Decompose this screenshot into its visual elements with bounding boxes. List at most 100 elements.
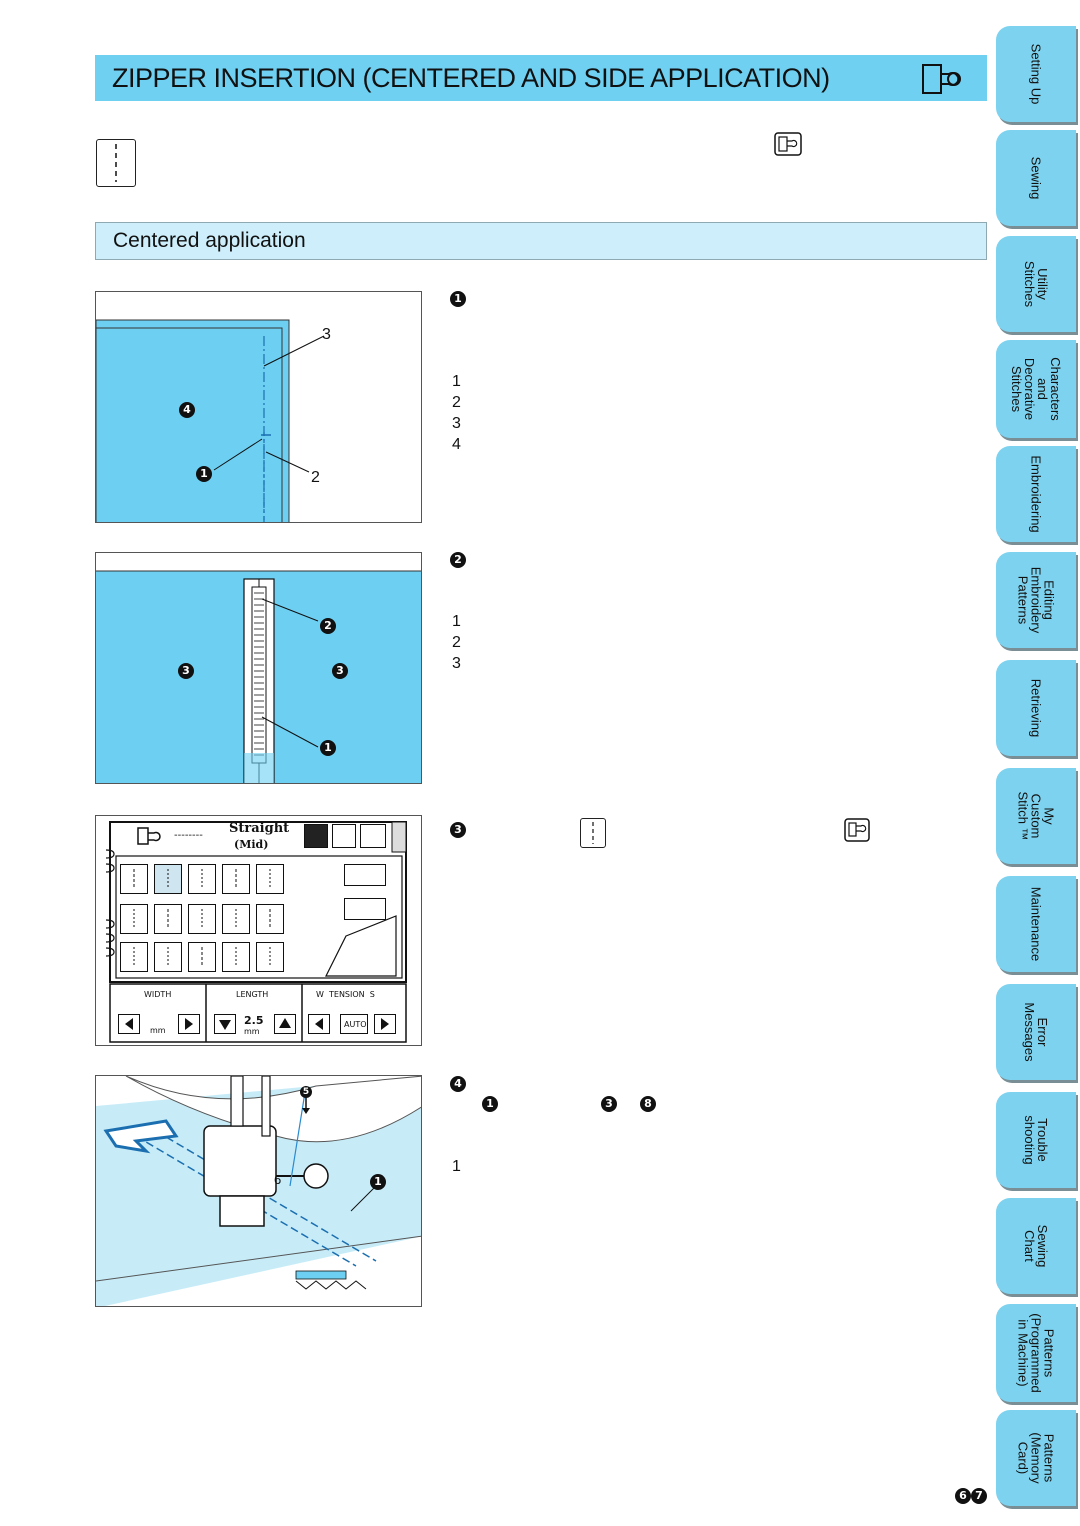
lcd-stitch-key[interactable] <box>222 942 250 972</box>
lcd-stitch-key[interactable] <box>188 942 216 972</box>
lcd-stitch-key[interactable] <box>222 904 250 934</box>
figure-1-callout-2: 2 <box>311 469 320 486</box>
lcd-width-unit: mm <box>150 1026 166 1035</box>
lcd-zipper-key[interactable] <box>304 824 328 848</box>
lcd-length-unit: mm <box>244 1027 260 1036</box>
figure-1-callout-3: 3 <box>322 326 331 343</box>
figure-4-foot-number: 6 <box>274 1172 282 1187</box>
lcd-width-minus[interactable] <box>118 1014 140 1034</box>
side-tab-label: Retrieving <box>1028 678 1044 738</box>
side-tab-8[interactable]: Maintenance <box>996 876 1076 972</box>
step-1-item-4: 4 <box>452 436 461 453</box>
side-tab-label: Setting Up <box>1028 43 1044 105</box>
side-tab-7[interactable]: My Custom Stitch ™ <box>996 768 1076 864</box>
step-2-item-3: 3 <box>452 655 461 672</box>
lcd-auto-label: AUTO <box>344 1020 367 1029</box>
side-tab-label: Sewing Chart <box>1022 1224 1050 1268</box>
lcd-width-plus[interactable] <box>178 1014 200 1034</box>
title-bar <box>95 55 987 101</box>
step-1-marker: 1 <box>450 291 466 307</box>
lcd-guide-key[interactable] <box>344 864 386 886</box>
step-3-zipper-foot-icon <box>844 818 870 842</box>
lcd-scissors-key[interactable] <box>360 824 386 848</box>
figure-1-marker-1: 1 <box>196 466 212 482</box>
side-tab-label: Editing Embroidery Patterns <box>1015 566 1057 634</box>
side-tab-2[interactable]: Utility Stitches <box>996 236 1076 332</box>
figure-1-marker-4: 4 <box>179 402 195 418</box>
lcd-width-label: WIDTH <box>144 990 172 999</box>
lcd-zipper-foot-icon <box>137 827 161 845</box>
side-tab-label: Sewing <box>1028 156 1044 200</box>
step-2-marker: 2 <box>450 552 466 568</box>
step-4-item-1: 1 <box>452 1158 461 1175</box>
side-tab-label: Trouble shooting <box>1022 1115 1050 1165</box>
page-number-7: 7 <box>971 1488 987 1504</box>
lcd-garment-key[interactable] <box>344 898 386 920</box>
figure-4-marker-5: 5 <box>300 1086 312 1098</box>
lcd-stitch-key[interactable] <box>120 904 148 934</box>
zipper-foot-icon <box>922 64 961 94</box>
figure-2-marker-3-left: 3 <box>178 663 194 679</box>
step-4-marker: 4 <box>450 1076 466 1092</box>
figure-4-sewing-zipper: 5 6 1 <box>95 1075 422 1307</box>
step-1-item-2: 2 <box>452 394 461 411</box>
lcd-stitch-key[interactable] <box>154 942 182 972</box>
side-tab-12[interactable]: Patterns (Programmed in Machine) <box>996 1304 1076 1402</box>
lcd-tension-auto[interactable]: AUTO <box>340 1014 368 1034</box>
side-tab-label: Characters and Decorative Stitches <box>1009 357 1063 421</box>
figure-2-marker-1: 1 <box>320 740 336 756</box>
step-1-item-3: 3 <box>452 415 461 432</box>
lcd-stitch-key[interactable] <box>120 942 148 972</box>
side-tab-4[interactable]: Embroidering <box>996 446 1076 542</box>
lcd-stitch-key[interactable] <box>188 864 216 894</box>
page-title: ZIPPER INSERTION (CENTERED AND SIDE APPL… <box>112 63 830 93</box>
lcd-stitch-sub: (Mid) <box>234 838 269 851</box>
side-tab-label: Utility Stitches <box>1022 260 1050 308</box>
step-4-ref-8: 8 <box>640 1096 656 1112</box>
side-tab-label: My Custom Stitch ™ <box>1015 791 1057 841</box>
lcd-dashed-line: -------- <box>174 830 203 841</box>
straight-stitch-icon <box>96 139 136 187</box>
lcd-length-value: 2.5 <box>244 1014 264 1027</box>
step-3-straight-stitch-icon <box>580 818 606 848</box>
figure-2-zipper-placement: 2 3 3 1 <box>95 552 422 784</box>
lcd-reverse-key[interactable] <box>332 824 356 848</box>
lcd-length-plus[interactable] <box>274 1014 296 1034</box>
lcd-stitch-key[interactable] <box>222 864 250 894</box>
lcd-stitch-key[interactable] <box>256 904 284 934</box>
page-number-6: 6 <box>955 1488 971 1504</box>
lcd-tension-minus[interactable] <box>308 1014 330 1034</box>
side-tab-label: Error Messages <box>1022 1002 1050 1062</box>
section-bar <box>95 222 987 260</box>
figure-3-lcd-screen: -------- Straight (Mid) WIDTH LENGTH W T… <box>95 815 422 1046</box>
side-tab-13[interactable]: Patterns (Memory Card) <box>996 1410 1076 1506</box>
figure-4-marker-1: 1 <box>370 1174 386 1190</box>
side-tab-1[interactable]: Sewing <box>996 130 1076 226</box>
lcd-stitch-key[interactable] <box>154 904 182 934</box>
figure-1-basting-seam: 3 2 4 1 <box>95 291 422 523</box>
side-tab-label: Embroidering <box>1028 455 1044 533</box>
step-3-marker: 3 <box>450 822 466 838</box>
step-4-ref-1: 1 <box>482 1096 498 1112</box>
section-title: Centered application <box>113 229 306 252</box>
side-tab-10[interactable]: Trouble shooting <box>996 1092 1076 1188</box>
lcd-stitch-key[interactable] <box>154 864 182 894</box>
lcd-stitch-name: Straight <box>229 821 290 836</box>
lcd-stitch-key[interactable] <box>256 864 284 894</box>
lcd-tension-label: W TENSION S <box>316 990 375 999</box>
side-tab-0[interactable]: Setting Up <box>996 26 1076 122</box>
step-1-item-1: 1 <box>452 373 461 390</box>
side-tab-3[interactable]: Characters and Decorative Stitches <box>996 340 1076 438</box>
lcd-stitch-key[interactable] <box>188 904 216 934</box>
lcd-length-minus[interactable] <box>214 1014 236 1034</box>
side-tab-9[interactable]: Error Messages <box>996 984 1076 1080</box>
side-tab-11[interactable]: Sewing Chart <box>996 1198 1076 1294</box>
lcd-stitch-key[interactable] <box>120 864 148 894</box>
lcd-tension-plus[interactable] <box>374 1014 396 1034</box>
lcd-stitch-key[interactable] <box>256 942 284 972</box>
side-tab-6[interactable]: Retrieving <box>996 660 1076 756</box>
side-tab-5[interactable]: Editing Embroidery Patterns <box>996 552 1076 648</box>
step-2-item-1: 1 <box>452 613 461 630</box>
lcd-length-label: LENGTH <box>236 990 269 999</box>
